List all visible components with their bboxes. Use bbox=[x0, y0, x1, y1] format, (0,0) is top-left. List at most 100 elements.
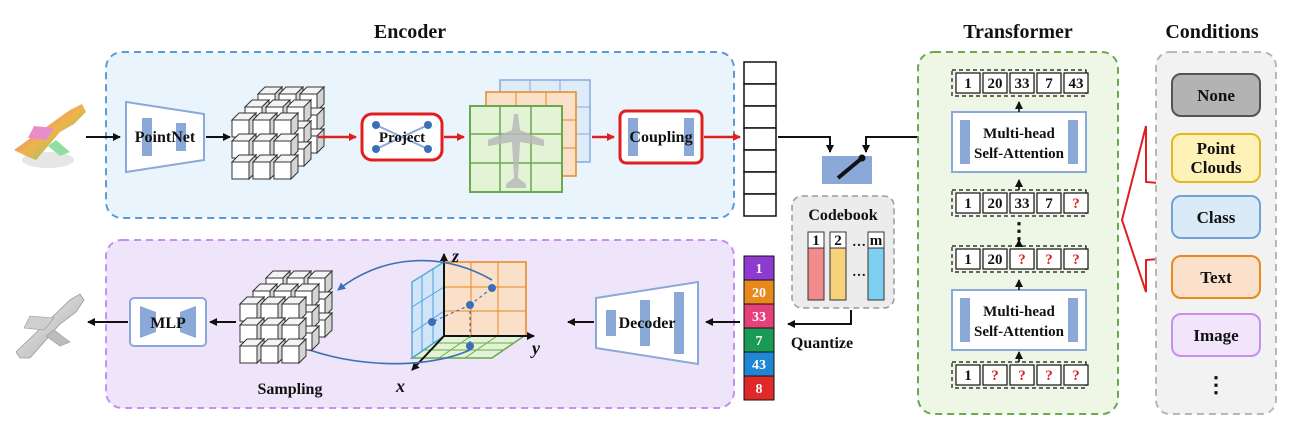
token-slot bbox=[1009, 248, 1035, 270]
triplane-axes-diagram: z y x bbox=[395, 246, 541, 396]
latent-cell bbox=[743, 127, 777, 151]
voxel-cube bbox=[272, 153, 300, 181]
voxel-cube bbox=[259, 337, 287, 365]
triplane-features bbox=[469, 79, 591, 193]
token-slot bbox=[1009, 72, 1035, 94]
token-slot bbox=[1036, 248, 1062, 270]
token-slot bbox=[1009, 364, 1035, 386]
codebook-entry-1: 1 bbox=[812, 233, 820, 249]
token-slot bbox=[955, 192, 981, 214]
token-slot-value: ? bbox=[1018, 252, 1026, 268]
token-sequence-row: 1???? bbox=[951, 361, 1089, 389]
codebook-ellipsis-bottom: … bbox=[852, 265, 866, 280]
voxel-cube bbox=[238, 295, 266, 323]
latent-vector-column bbox=[743, 61, 777, 217]
voxel-cube bbox=[230, 111, 258, 139]
token-label: 1 bbox=[756, 262, 763, 277]
token-slot-value: 7 bbox=[1045, 196, 1053, 212]
token-slot-value: 1 bbox=[964, 252, 972, 268]
arrow-codebook-to-tokens bbox=[787, 310, 852, 328]
condition-label: None bbox=[1197, 86, 1235, 105]
token-slot-value: ? bbox=[991, 368, 999, 384]
token-slot bbox=[955, 72, 981, 94]
attention-label-line1: Multi-head bbox=[983, 126, 1055, 142]
quantize-label: Quantize bbox=[791, 335, 853, 352]
attention-label-line2: Self-Attention bbox=[974, 324, 1065, 340]
axis-y-label: y bbox=[530, 338, 541, 358]
token-slot-value: ? bbox=[1072, 368, 1080, 384]
voxel-cube bbox=[259, 316, 287, 344]
latent-cell bbox=[743, 193, 777, 217]
output-airplane-mesh bbox=[15, 293, 85, 359]
token-label: 33 bbox=[752, 310, 766, 325]
condition-label: Point bbox=[1197, 139, 1236, 158]
token-slot-value: ? bbox=[1018, 368, 1026, 384]
token-slot-value: 1 bbox=[964, 76, 972, 92]
decoder-block: Decoder bbox=[595, 280, 699, 366]
token-slot bbox=[982, 248, 1008, 270]
token-slot bbox=[982, 364, 1008, 386]
token-slot-value: 43 bbox=[1069, 76, 1084, 92]
token-cell bbox=[743, 279, 775, 305]
voxel-cube bbox=[230, 153, 258, 181]
project-block: Project bbox=[360, 112, 444, 162]
voxel-cube bbox=[280, 295, 308, 323]
codebook-title: Codebook bbox=[808, 207, 877, 224]
mlp-block: MLP bbox=[129, 297, 207, 347]
token-slot bbox=[1036, 364, 1062, 386]
project-label: Project bbox=[379, 130, 425, 146]
token-slot-value: 20 bbox=[988, 252, 1003, 268]
voxel-grid-encoder bbox=[230, 85, 326, 181]
voxel-cube bbox=[238, 337, 266, 365]
condition-image[interactable]: Image bbox=[1171, 313, 1261, 357]
token-slot bbox=[1063, 248, 1089, 270]
token-slot-value: ? bbox=[1072, 196, 1080, 212]
token-slot-value: 7 bbox=[1045, 76, 1053, 92]
selection-switch bbox=[822, 154, 872, 184]
token-slot bbox=[1036, 72, 1062, 94]
conditions-more-ellipsis: ⋮ bbox=[1205, 372, 1227, 397]
token-slot bbox=[982, 72, 1008, 94]
token-label: 20 bbox=[752, 286, 766, 301]
codebook-entry-2: 2 bbox=[834, 233, 842, 249]
token-label: 8 bbox=[756, 382, 763, 397]
arrow-latent-to-switch bbox=[778, 136, 834, 153]
pointnet-block: PointNet bbox=[125, 100, 205, 174]
voxel-grid-decoder bbox=[238, 269, 334, 365]
transformer-vertical-ellipsis: ⋮ bbox=[1008, 218, 1030, 243]
token-label: 7 bbox=[756, 334, 763, 349]
input-airplane-point-cloud bbox=[14, 104, 86, 168]
condition-label: Text bbox=[1200, 268, 1232, 287]
latent-cell bbox=[743, 171, 777, 195]
token-slot bbox=[1063, 72, 1089, 94]
token-slot-value: 1 bbox=[964, 196, 972, 212]
condition-none[interactable]: None bbox=[1171, 73, 1261, 117]
axis-x-label: x bbox=[395, 376, 405, 396]
latent-cell bbox=[743, 61, 777, 85]
token-slot bbox=[982, 192, 1008, 214]
token-cell bbox=[743, 303, 775, 329]
conditions-title: Conditions bbox=[1165, 21, 1259, 43]
mlp-label: MLP bbox=[150, 315, 186, 332]
coupling-block: Coupling bbox=[618, 109, 704, 165]
token-cell bbox=[743, 327, 775, 353]
voxel-cube bbox=[280, 337, 308, 365]
token-slot-value: ? bbox=[1072, 252, 1080, 268]
token-slot-value: 1 bbox=[964, 368, 972, 384]
voxel-cube bbox=[251, 153, 279, 181]
token-slot bbox=[955, 364, 981, 386]
voxel-cube bbox=[272, 132, 300, 160]
voxel-cube bbox=[251, 132, 279, 160]
token-slot-value: 20 bbox=[988, 76, 1003, 92]
sampling-label: Sampling bbox=[258, 381, 323, 398]
token-slot bbox=[955, 248, 981, 270]
codebook-entry-m: m bbox=[870, 233, 883, 249]
voxel-cube bbox=[272, 111, 300, 139]
condition-text[interactable]: Text bbox=[1171, 255, 1261, 299]
condition-class[interactable]: Class bbox=[1171, 195, 1261, 239]
